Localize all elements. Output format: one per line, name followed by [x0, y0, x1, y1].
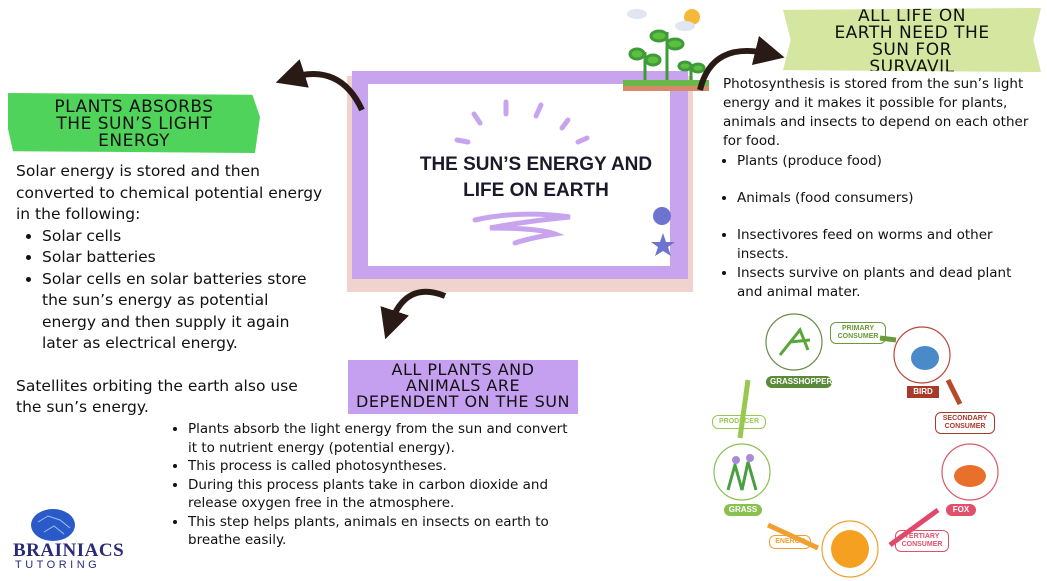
banner-line: ENERGY	[98, 131, 170, 151]
scribble-decoration	[472, 211, 571, 246]
left-intro-line: in the following:	[16, 205, 141, 223]
left-bullet: Solar batteries	[42, 247, 322, 269]
sun-rays-decoration	[454, 99, 590, 145]
right-section-body: Photosynthesis is stored from the sun’s …	[723, 75, 1033, 302]
banner-line: ALL PLANTS AND	[391, 360, 535, 379]
arrow-to-right-section	[697, 35, 785, 91]
middle-bullet: This step helps plants, animals en insec…	[188, 513, 572, 550]
banner-line: PLANTS ABSORBS	[54, 97, 214, 117]
left-bullet: Solar cells	[42, 226, 322, 248]
logo-brand-name: BRAINIACS	[13, 540, 125, 561]
node-label-grasshopper: GRASSHOPPER	[766, 376, 832, 388]
left-intro-line: Solar energy is stored and then	[16, 162, 260, 180]
banner-line: THE SUN’S LIGHT	[56, 114, 212, 134]
arrow-to-left-section	[275, 59, 365, 112]
node-label-fox: FOX	[946, 504, 976, 516]
left-section-body: Solar energy is stored and then converte…	[16, 161, 336, 419]
node-label-grass: GRASS	[724, 504, 762, 516]
right-bullet: Animals (food consumers)	[737, 189, 1033, 208]
star-icon	[651, 233, 675, 256]
food-chain-diagram	[713, 313, 999, 578]
banner-line: DEPENDENT ON THE SUN	[356, 392, 570, 411]
arrow-label-primary-consumer: PRIMARY CONSUMER	[830, 322, 886, 344]
arrow-label-tertiary-consumer: TERTIARY CONSUMER	[895, 530, 949, 552]
arrow-label-secondary-consumer: SECONDARY CONSUMER	[935, 412, 995, 434]
right-bullet: Insectivores feed on worms and other ins…	[737, 226, 1033, 264]
middle-section-banner: ALL PLANTS AND ANIMALS ARE DEPENDENT ON …	[348, 360, 578, 414]
arrow-label-energy: ENERGY	[769, 535, 811, 549]
right-bullet: Plants (produce food)	[737, 152, 1033, 171]
banner-line: SUN FOR	[872, 40, 952, 60]
right-section-banner: ALL LIFE ON EARTH NEED THE SUN FOR SURVA…	[783, 8, 1041, 72]
brain-logo-icon	[31, 509, 75, 541]
sun-icon	[684, 9, 700, 25]
right-intro: Photosynthesis is stored from the sun’s …	[723, 76, 1029, 149]
page-title: THE SUN’S ENERGY AND LIFE ON EARTH	[368, 152, 704, 204]
left-section-banner: PLANTS ABSORBS THE SUN’S LIGHT ENERGY	[8, 93, 260, 153]
center-decorations	[454, 99, 675, 256]
arrow-tertiary	[888, 507, 940, 548]
title-line: THE SUN’S ENERGY AND	[419, 154, 653, 175]
title-line: LIFE ON EARTH	[463, 180, 609, 201]
banner-line: EARTH NEED THE	[834, 23, 990, 43]
banner-line: ANIMALS ARE	[405, 376, 521, 395]
banner-line: SURVAVIL	[869, 57, 955, 77]
left-footer-text: Satellites orbiting the earth also use t…	[16, 376, 298, 417]
plants-sun-illustration	[623, 9, 709, 91]
center-box	[368, 84, 670, 266]
middle-bullet: This process is called photosyntheses.	[188, 457, 572, 476]
arrow-to-middle-section	[380, 288, 447, 340]
arrow-label-producer: PRODUCER	[712, 415, 766, 429]
middle-bullet: Plants absorb the light energy from the …	[188, 420, 572, 457]
right-bullet: Insects survive on plants and dead plant…	[737, 264, 1033, 302]
middle-bullet: During this process plants take in carbo…	[188, 476, 572, 513]
cloud-icon	[627, 9, 647, 19]
node-label-bird: BIRD	[907, 386, 939, 398]
logo-tagline: TUTORING	[15, 559, 101, 571]
arrow-secondary	[945, 378, 963, 406]
left-bullet: Solar cells en solar batteries store the…	[42, 269, 322, 355]
grass-icon	[713, 443, 771, 501]
circle-decoration	[653, 207, 671, 225]
left-intro-line: converted to chemical potential energy	[16, 183, 323, 202]
arrow-producer	[737, 379, 751, 439]
banner-line: ALL LIFE ON	[858, 6, 966, 26]
middle-section-body: Plants absorb the light energy from the …	[162, 420, 572, 550]
